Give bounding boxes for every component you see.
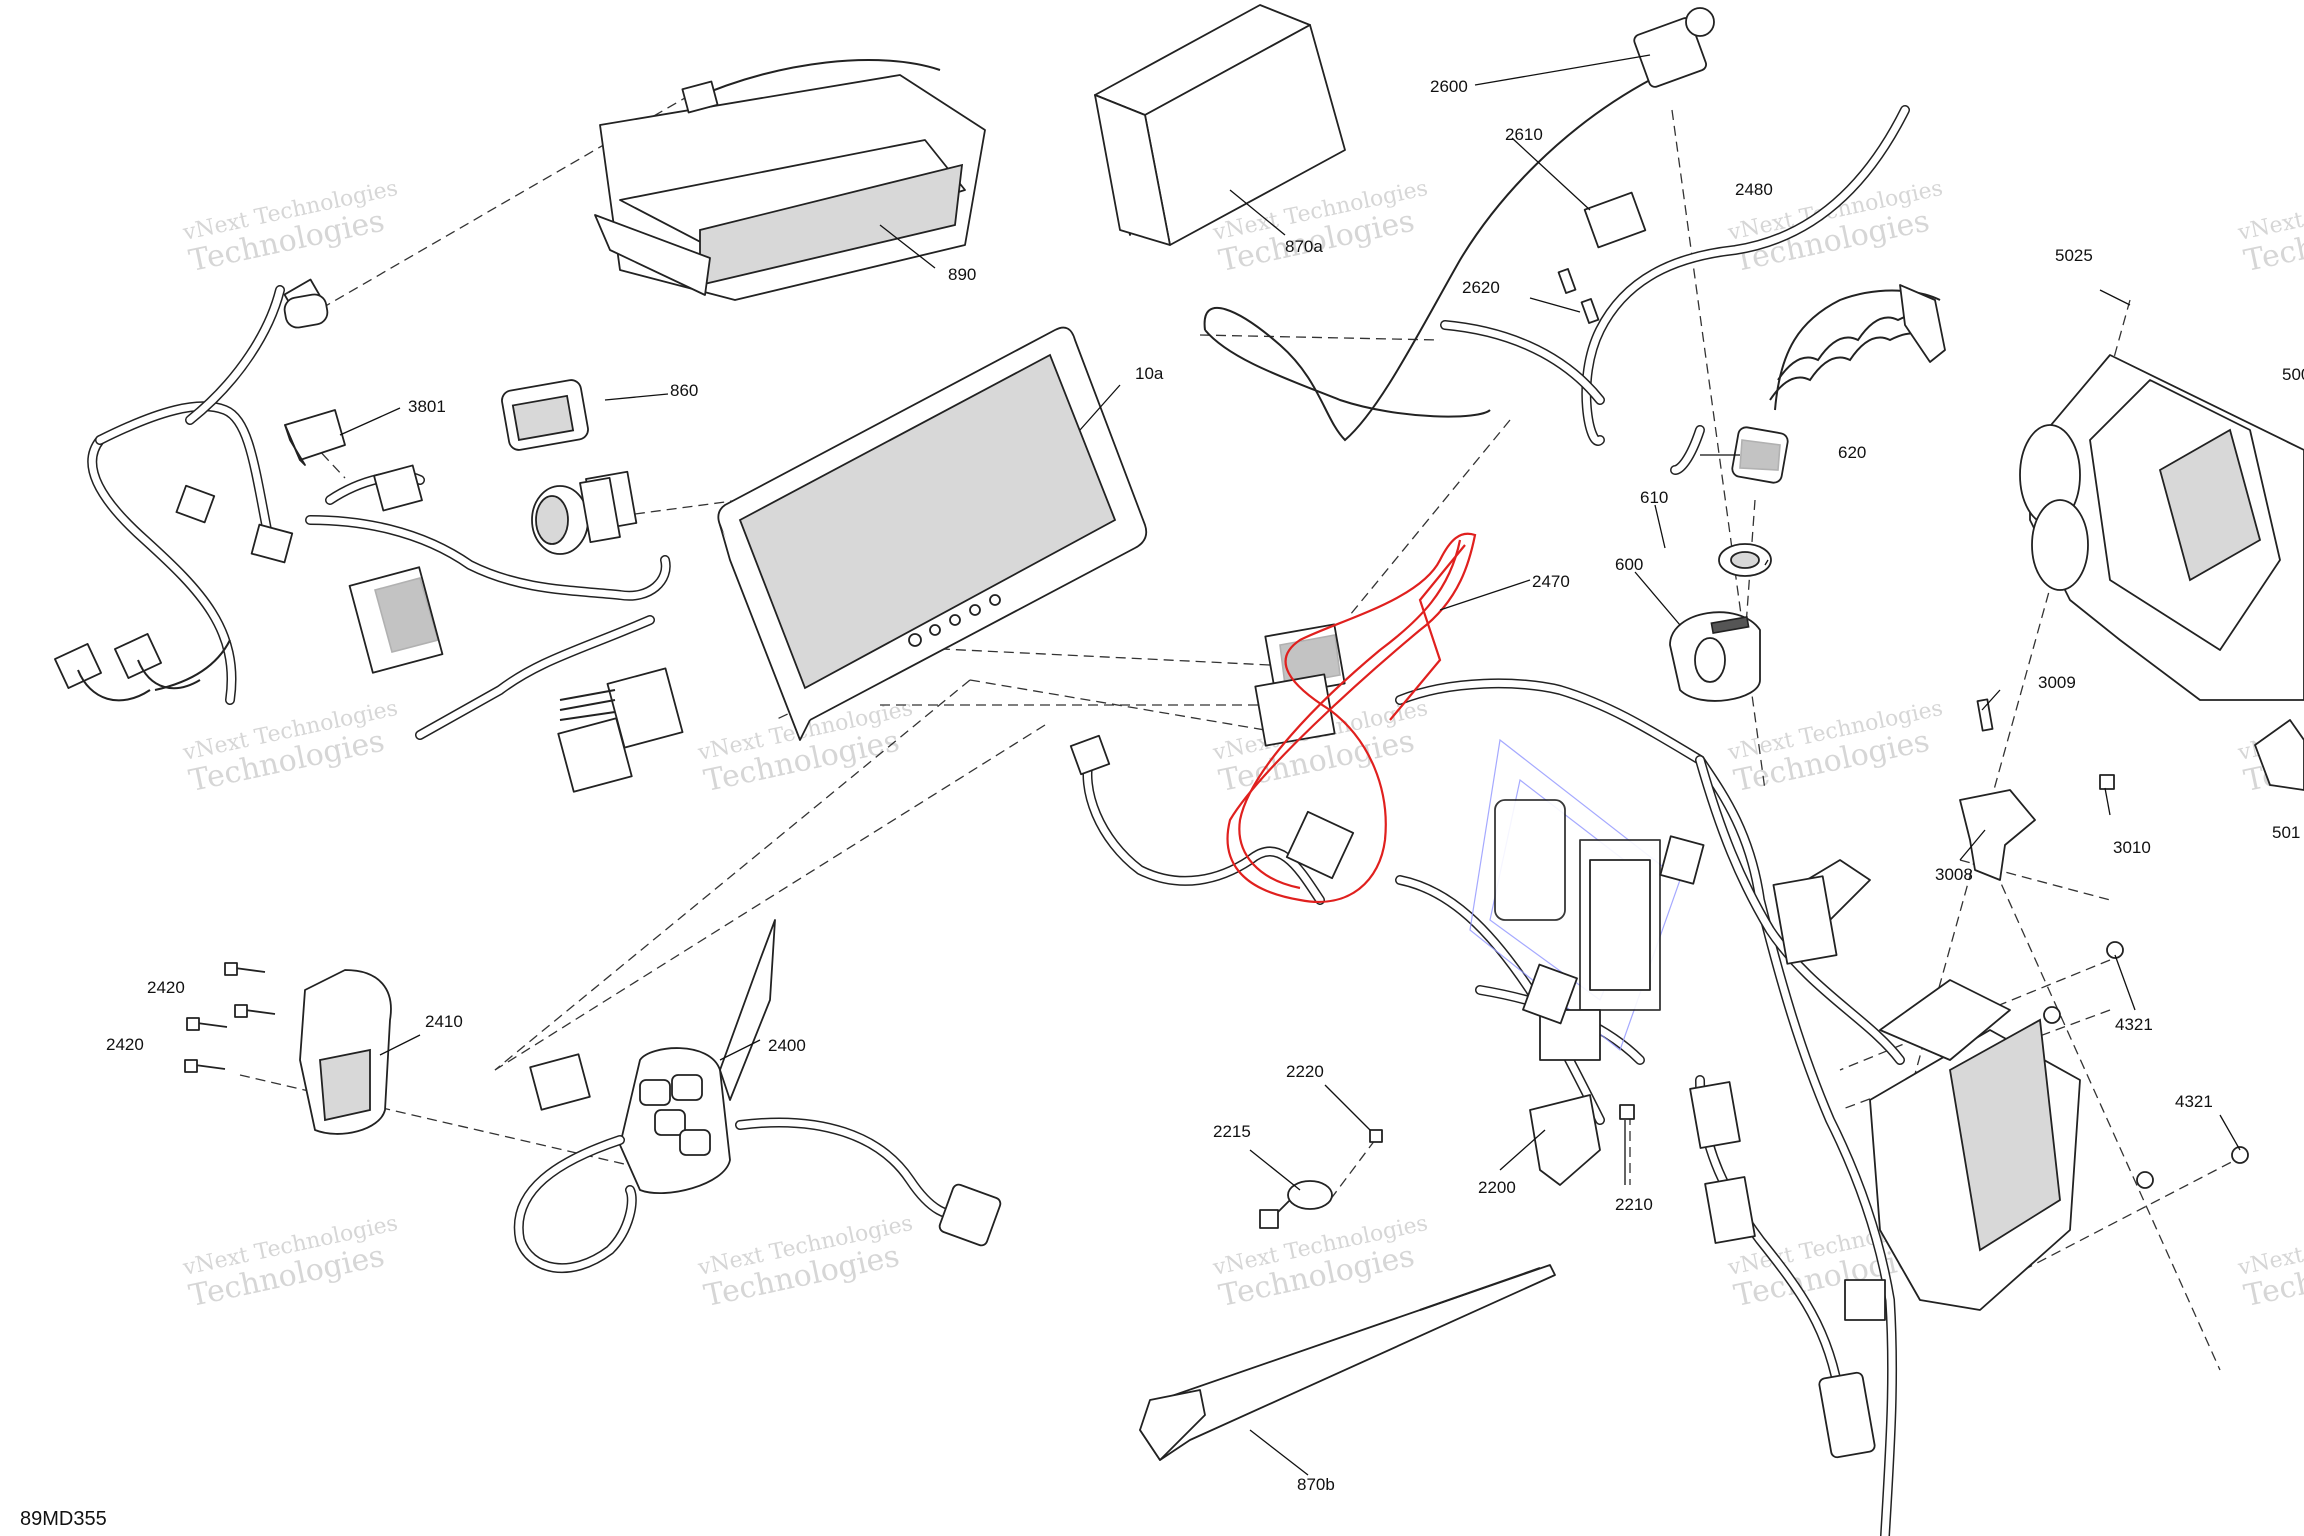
- part-2215-sensor: [1259, 1129, 1383, 1229]
- assembly-lines: [239, 94, 2246, 1371]
- callout-2620: 2620: [1462, 278, 1500, 297]
- part-2420-screws: [184, 962, 276, 1073]
- callout-3010: 3010: [2113, 838, 2151, 857]
- part-610-grommet: [1718, 543, 1772, 577]
- callout-610: 610: [1640, 488, 1668, 507]
- callout-2470: 2470: [1532, 572, 1570, 591]
- part-3008-bracket: [1959, 698, 2115, 881]
- callout-870a: 870a: [1285, 237, 1323, 256]
- center-left-harness: [283, 293, 684, 793]
- callout-500: 500: [2282, 365, 2304, 384]
- part-2400-switch: [513, 919, 1002, 1274]
- part-2600-cable: [1203, 7, 1715, 442]
- watermark: vNext Technologies Technologies: [180, 1211, 400, 1314]
- callout-2220: 2220: [1286, 1062, 1324, 1081]
- part-4321-nuts: [2043, 941, 2249, 1189]
- callout-2400: 2400: [768, 1036, 806, 1055]
- callout-2600: 2600: [1430, 77, 1468, 96]
- callout-2200: 2200: [1478, 1178, 1516, 1197]
- part-620-coiled-cord: [1731, 284, 1946, 484]
- watermark: vNext Technologies Technologies: [695, 1211, 915, 1314]
- callout-890: 890: [948, 265, 976, 284]
- callout-501: 501: [2272, 823, 2300, 842]
- callout-labels: 10a 860 890 3801 870a 2600 2610 2620 248…: [106, 77, 2304, 1494]
- callout-600: 600: [1615, 555, 1643, 574]
- part-2480-tube: [1440, 105, 1910, 475]
- callout-4321: 4321: [2115, 1015, 2153, 1034]
- watermark: vNext Technologies Technologies: [1210, 1211, 1430, 1314]
- callout-3801: 3801: [408, 397, 446, 416]
- callout-2210: 2210: [1615, 1195, 1653, 1214]
- callout-2420: 2420: [147, 978, 185, 997]
- leader-lines: [339, 54, 2241, 1476]
- callout-870b: 870b: [1297, 1475, 1335, 1494]
- callout-2410: 2410: [425, 1012, 463, 1031]
- part-501-connector: [2254, 719, 2304, 791]
- callout-4321b: 4321: [2175, 1092, 2213, 1111]
- callout-10a: 10a: [1135, 364, 1164, 383]
- callout-2610: 2610: [1505, 125, 1543, 144]
- callout-3009: 3009: [2038, 673, 2076, 692]
- part-2200-sensor: [1529, 1094, 1635, 1186]
- diagram-id-label: 89MD355: [20, 1508, 107, 1530]
- part-870a-box: [1094, 4, 1346, 246]
- part-500-ecu: [2019, 354, 2304, 701]
- left-harness: [54, 278, 326, 705]
- center-connectors: [1069, 623, 1705, 1025]
- callout-2480: 2480: [1735, 180, 1773, 199]
- callout-2215: 2215: [1213, 1122, 1251, 1141]
- part-2470-highlight: [1226, 532, 1477, 903]
- callout-860: 860: [670, 381, 698, 400]
- part-10a-display: [717, 326, 1148, 741]
- callout-620: 620: [1838, 443, 1866, 462]
- callout-2420b: 2420: [106, 1035, 144, 1054]
- part-600-switch: [1669, 611, 1761, 702]
- watermark: vNext Technologies Technologies: [180, 696, 400, 799]
- part-870b-strap: [1139, 1264, 1556, 1461]
- part-2410-cover: [299, 969, 392, 1135]
- watermark: vNext Technologies Technologies: [180, 176, 400, 279]
- callout-3008: 3008: [1935, 865, 1973, 884]
- callout-5025: 5025: [2055, 246, 2093, 265]
- fuse-box: [1689, 859, 2081, 1459]
- part-860-connector: [501, 379, 621, 555]
- watermark: vNext Technologies Technologies: [2235, 176, 2304, 279]
- watermark: vNext Technologies Technologies: [2235, 1211, 2304, 1314]
- part-3801-clip: [284, 409, 346, 466]
- part-890-cover: [594, 59, 986, 301]
